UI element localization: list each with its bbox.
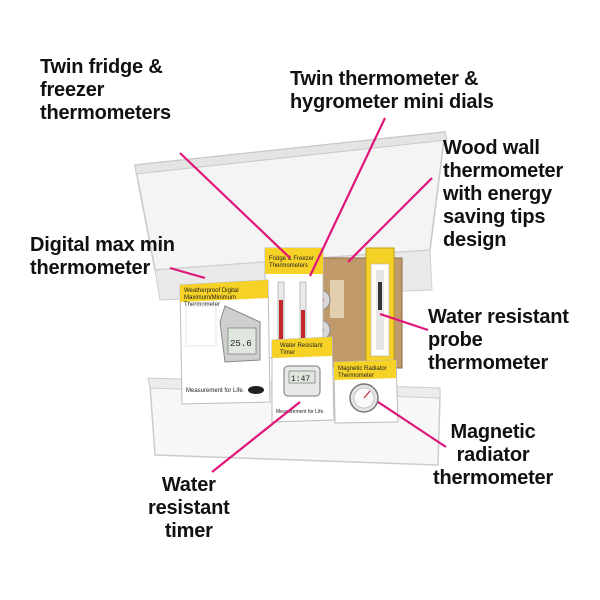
timer-package: Water Resistant Timer 1:47 Measurement f… [271, 336, 335, 423]
timer-footer: Measurement for Life. [276, 409, 325, 415]
fridge-package-title: Fridge & Freezer Thermometers [269, 256, 316, 269]
line-wood-wall [347, 177, 433, 263]
line-twin-fridge [179, 152, 291, 259]
line-timer [211, 401, 301, 473]
callout-twin-hygro: Twin thermometer & hygrometer mini dials [290, 68, 494, 113]
callout-digital-maxmin: Digital max min thermometer [30, 234, 175, 279]
weatherproof-footer: Measurement for Life. [186, 388, 245, 394]
callout-twin-fridge: Twin fridge & freezer thermometers [40, 56, 171, 124]
line-twin-hygro [309, 117, 386, 277]
line-probe [379, 312, 429, 332]
weatherproof-display: 25.6 [230, 339, 252, 349]
line-digital-maxmin [169, 266, 206, 280]
magnetic-package-title: Magnetic Radiator Thermometer [338, 366, 388, 379]
callout-probe: Water resistant probe thermometer [428, 306, 569, 374]
callout-wood-wall: Wood wall thermometer with energy saving… [443, 137, 564, 251]
callout-magnetic: Magnetic radiator thermometer [433, 421, 554, 489]
line-magnetic [377, 401, 447, 448]
weatherproof-thermometer-package: Weatherproof Digital Maximum/Minimum The… [179, 279, 271, 405]
timer-display: 1:47 [291, 375, 310, 384]
magnetic-radiator-package: Magnetic Radiator Thermometer [333, 359, 399, 424]
box-lid-edge [134, 131, 448, 175]
weatherproof-package-title: Weatherproof Digital Maximum/Minimum The… [184, 288, 240, 308]
probe-thermometer-package [365, 247, 395, 367]
callout-timer: Water resistant timer [148, 474, 230, 542]
callout-lines [169, 117, 447, 473]
timer-package-title: Water Resistant Timer [280, 343, 324, 356]
